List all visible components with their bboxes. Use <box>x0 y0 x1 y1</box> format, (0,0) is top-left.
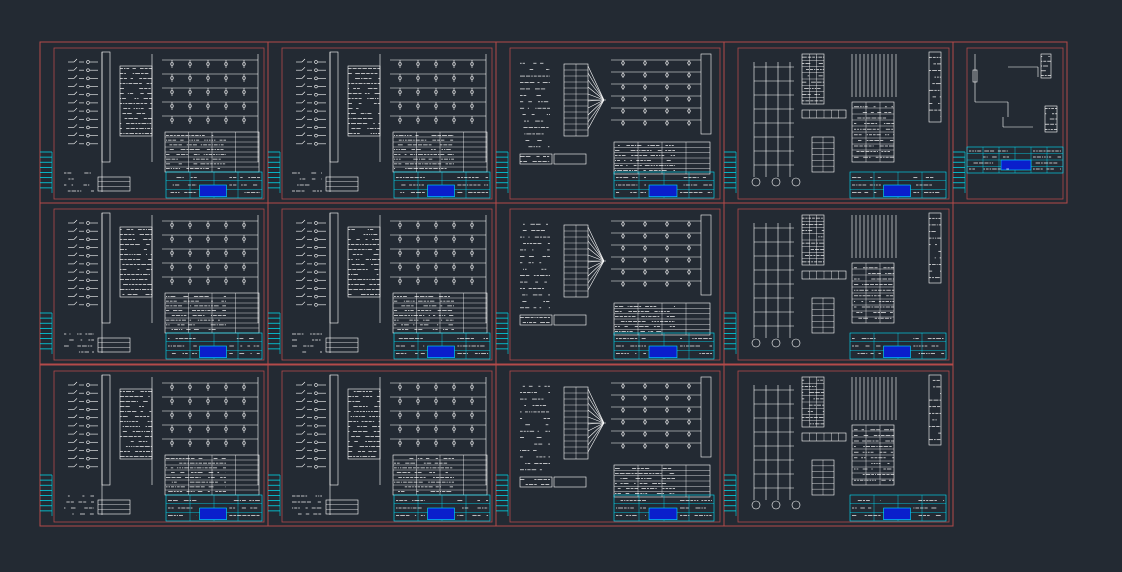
drawing-sheet-r3c4[interactable] <box>723 364 954 527</box>
drawing-sheet-r3c1[interactable] <box>39 364 269 527</box>
drawing-sheet-r2c1[interactable] <box>39 202 269 365</box>
drawing-sheet-r2c2[interactable] <box>267 202 497 365</box>
drawing-sheet-r3c3[interactable] <box>495 364 725 527</box>
drawing-sheet-r3c2[interactable] <box>267 364 497 527</box>
drawing-sheet-r2c4[interactable] <box>723 202 954 365</box>
drawing-sheet-r1c1[interactable] <box>39 41 269 204</box>
drawing-sheet-r1c3[interactable] <box>495 41 725 204</box>
drawing-sheet-r1c2[interactable] <box>267 41 497 204</box>
drawing-sheet-r2c3[interactable] <box>495 202 725 365</box>
drawing-sheet-r1c5[interactable] <box>952 41 1068 204</box>
drawing-sheet-r1c4[interactable] <box>723 41 954 204</box>
